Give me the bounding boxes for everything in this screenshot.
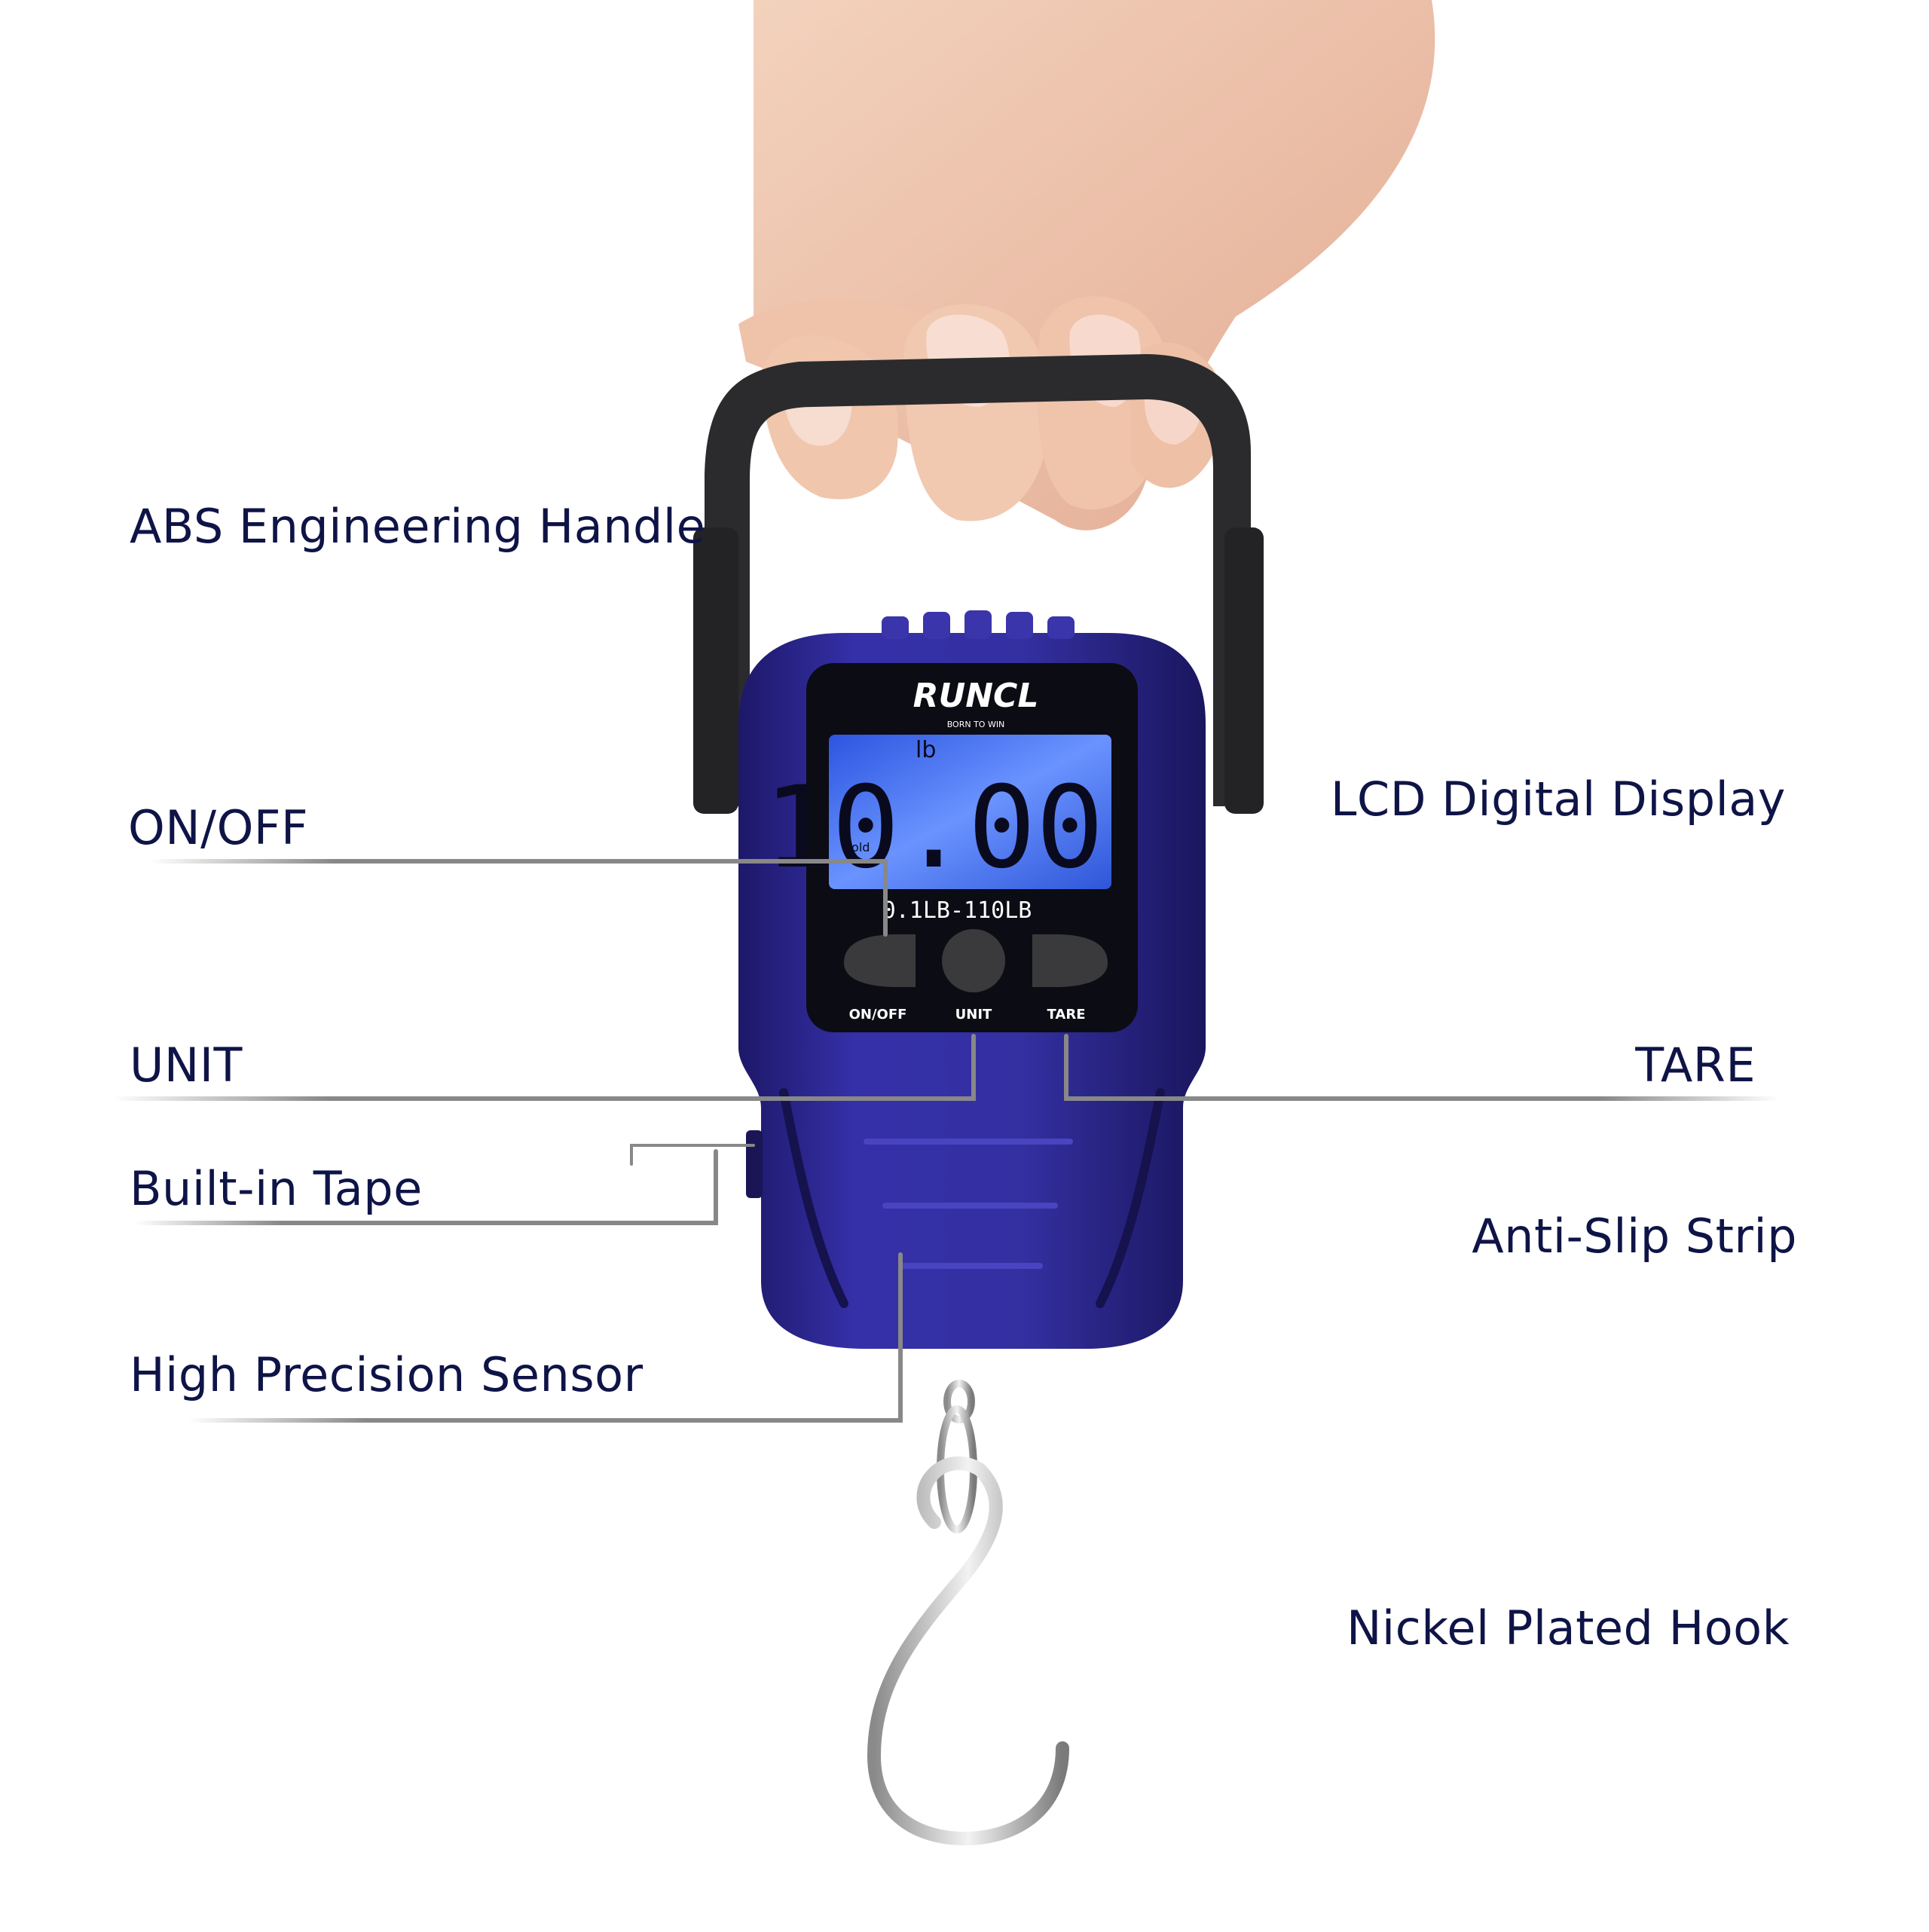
- range-label: 0.1LB-110LB: [882, 897, 1032, 924]
- on-off-leader: [148, 859, 888, 937]
- callout-unit: UNIT: [130, 1038, 243, 1093]
- tare-leader: [1064, 1034, 1781, 1101]
- unit-button[interactable]: [942, 929, 1005, 992]
- tare-button-label: TARE: [1047, 1007, 1086, 1023]
- sensor-leader: [186, 1252, 903, 1423]
- lcd-unit: lb: [916, 737, 936, 763]
- lcd-hold-indicator: Hold: [842, 840, 870, 854]
- lcd-reading: 10.00: [763, 763, 1104, 894]
- scale-labels: RUNCL BORN TO WIN lb 10.00 Hold 0.1LB-11…: [763, 677, 1104, 1023]
- callout-on-off: ON/OFF: [128, 800, 309, 855]
- unit-button-label: UNIT: [955, 1007, 992, 1023]
- lcd-screen: [829, 735, 1111, 889]
- on-off-button[interactable]: [844, 934, 916, 987]
- callout-tare: TARE: [1635, 1038, 1756, 1093]
- callout-high-precision-sensor: High Precision Sensor: [130, 1347, 644, 1402]
- callout-lcd-display: LCD Digital Display: [1330, 772, 1786, 827]
- callout-built-in-tape: Built-in Tape: [130, 1161, 423, 1216]
- abs-handle: [693, 354, 1264, 814]
- leader-lines: [111, 564, 1803, 1666]
- callout-abs-handle: ABS Engineering Handle: [130, 499, 706, 554]
- scale-buttons: [844, 929, 1108, 992]
- tare-button[interactable]: [1032, 934, 1108, 987]
- brand-tagline: BORN TO WIN: [947, 720, 1005, 729]
- callout-nickel-plated-hook: Nickel Plated Hook: [1347, 1600, 1790, 1655]
- brand-logo: RUNCL: [913, 677, 1039, 715]
- tape-strip: [630, 1144, 755, 1166]
- unit-leader: [111, 1034, 976, 1101]
- tape-leader: [133, 1149, 718, 1225]
- callout-anti-slip-strip: Anti-Slip Strip: [1472, 1209, 1797, 1264]
- hand: [738, 0, 1435, 530]
- on-off-button-label: ON/OFF: [849, 1007, 907, 1023]
- nickel-hook: [867, 1344, 1069, 1846]
